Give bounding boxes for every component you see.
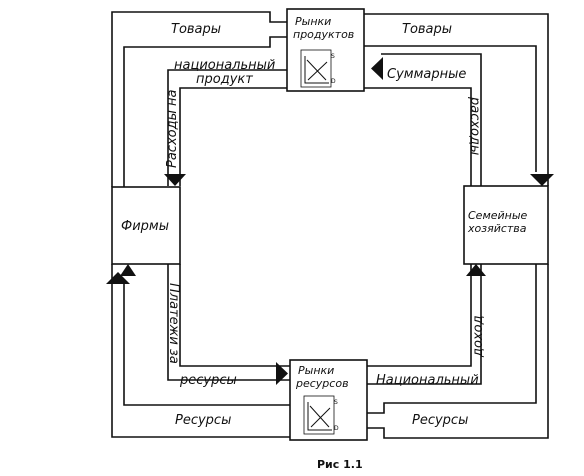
total-spending-label-line1: Суммарные xyxy=(387,67,466,82)
resource-markets-supply-demand-icon: S D xyxy=(303,395,339,435)
spending-label-line1: Расходы на xyxy=(165,90,180,168)
firms-label: Фирмы xyxy=(121,219,169,234)
product-markets-label-line1: Рынки xyxy=(295,15,331,28)
households-box: Семейные хозяйства xyxy=(463,185,549,265)
resources-label-right: Ресурсы xyxy=(412,413,468,428)
arrow-into-households-top xyxy=(530,174,554,186)
goods-label-left: Товары xyxy=(171,22,221,37)
households-label-line1: Семейные xyxy=(468,209,528,222)
arrow-payments-into-resource-markets xyxy=(276,362,288,385)
resources-label-left: Ресурсы xyxy=(175,413,231,428)
arrow-into-firms-bottom xyxy=(106,272,130,284)
arrow-total-spending-into-product-markets xyxy=(371,57,383,80)
product-markets-box: Рынки продуктов S D xyxy=(286,8,365,92)
resource-markets-demand-label: D xyxy=(334,425,339,432)
resource-markets-label-line1: Рынки xyxy=(298,364,334,377)
firms-box: Фирмы xyxy=(111,186,181,265)
inner-flow-lines xyxy=(167,53,482,385)
resource-markets-supply-label: S xyxy=(334,399,338,406)
total-spending-label-line2: расходы xyxy=(467,96,482,155)
spending-label-line3: продукт xyxy=(196,72,253,87)
product-markets-supply-demand-icon: S D xyxy=(300,49,336,88)
spending-label-line2: национальный xyxy=(174,58,275,73)
product-markets-label-line2: продуктов xyxy=(293,28,354,41)
arrow-spending-into-firms xyxy=(164,174,186,186)
arrow-income-into-households xyxy=(466,264,486,276)
goods-label-right: Товары xyxy=(402,22,452,37)
national-income-label-line2: доход xyxy=(471,315,486,358)
product-markets-supply-label: S xyxy=(331,53,335,60)
payments-label-line2: ресурсы xyxy=(179,373,237,388)
households-label-line2: хозяйства xyxy=(467,222,527,235)
outer-flow-lines xyxy=(111,11,549,439)
product-markets-demand-label: D xyxy=(331,78,336,85)
payments-label-line1: Платежи за xyxy=(166,283,181,364)
arrow-into-firms-inner-left xyxy=(120,264,136,276)
resource-markets-box: Рынки ресурсов S D xyxy=(289,359,368,441)
resource-markets-label-line2: ресурсов xyxy=(295,377,349,390)
national-income-label-line1: Национальный xyxy=(376,373,479,388)
figure-caption: Рис 1.1 xyxy=(317,458,363,471)
